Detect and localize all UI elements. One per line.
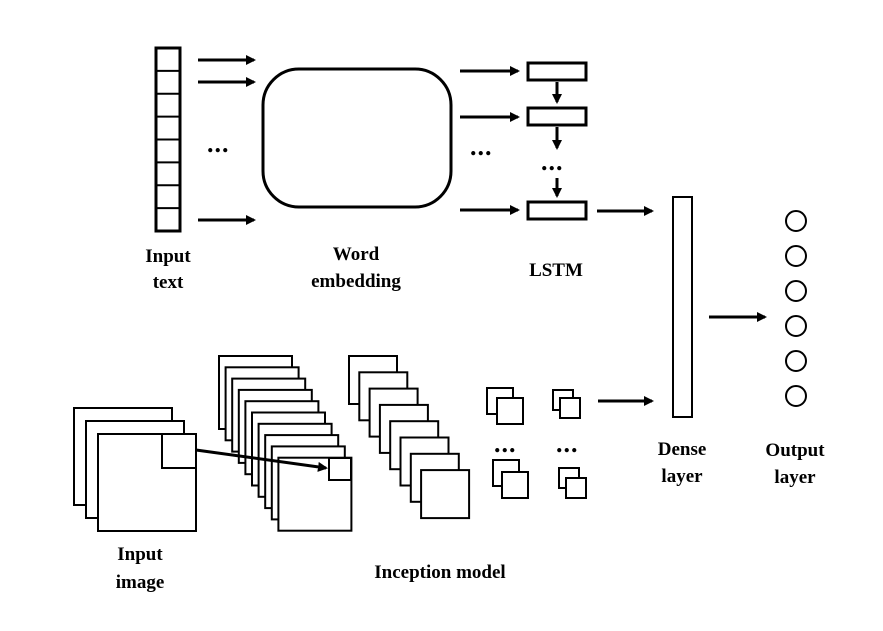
word-embedding-box (261, 67, 453, 209)
feature-map (496, 397, 524, 425)
output-node (785, 245, 807, 267)
receptive-field-patch (161, 433, 197, 469)
output-layer-nodes (785, 210, 807, 407)
inception-stack-2 (348, 355, 471, 520)
ellipsis-feature-maps-2: ... (556, 429, 579, 458)
dense-layer-bar (672, 196, 693, 418)
output-node (785, 210, 807, 232)
input-text-cells (156, 69, 180, 210)
label-word-embedding-line1: Word (333, 244, 380, 265)
arrow-image-to-inception (195, 448, 328, 472)
ellipsis-input-text: ... (207, 129, 230, 158)
input-text-vector (154, 46, 182, 233)
input-image-stack (73, 407, 197, 532)
output-node (785, 315, 807, 337)
ellipsis-feature-maps-1: ... (494, 429, 517, 458)
label-dense-layer-line2: layer (661, 466, 703, 487)
feature-patch (328, 457, 352, 481)
embedding-to-lstm-arrows: ... (460, 66, 520, 215)
lstm-cell (526, 200, 588, 221)
label-inception-model: Inception model (374, 562, 505, 583)
label-lstm: LSTM (529, 260, 583, 281)
label-input-image-line2: image (116, 572, 165, 593)
label-output-layer-line2: layer (774, 467, 816, 488)
ellipsis-lstm: ... (541, 147, 564, 176)
ellipsis-embedding: ... (470, 132, 493, 161)
lstm-cell (526, 106, 588, 127)
output-node (785, 350, 807, 372)
inception-stack-1 (218, 355, 353, 532)
inception-frame (420, 469, 471, 520)
output-node (785, 385, 807, 407)
input-to-embedding-arrows: ... (198, 55, 256, 225)
feature-map (501, 471, 529, 499)
feature-map (565, 477, 587, 499)
label-dense-layer-line1: Dense (658, 439, 707, 460)
label-output-layer-line1: Output (765, 440, 825, 461)
lstm-cell (526, 61, 588, 82)
label-word-embedding-line2: embedding (311, 271, 401, 292)
lstm-chain: ... (526, 61, 588, 221)
label-input-text-line1: Input (145, 246, 191, 267)
feature-map (559, 397, 581, 419)
label-input-text-line2: text (153, 272, 184, 293)
small-feature-maps: ... ... (486, 387, 587, 499)
output-node (785, 280, 807, 302)
label-input-image-line1: Input (117, 544, 163, 565)
